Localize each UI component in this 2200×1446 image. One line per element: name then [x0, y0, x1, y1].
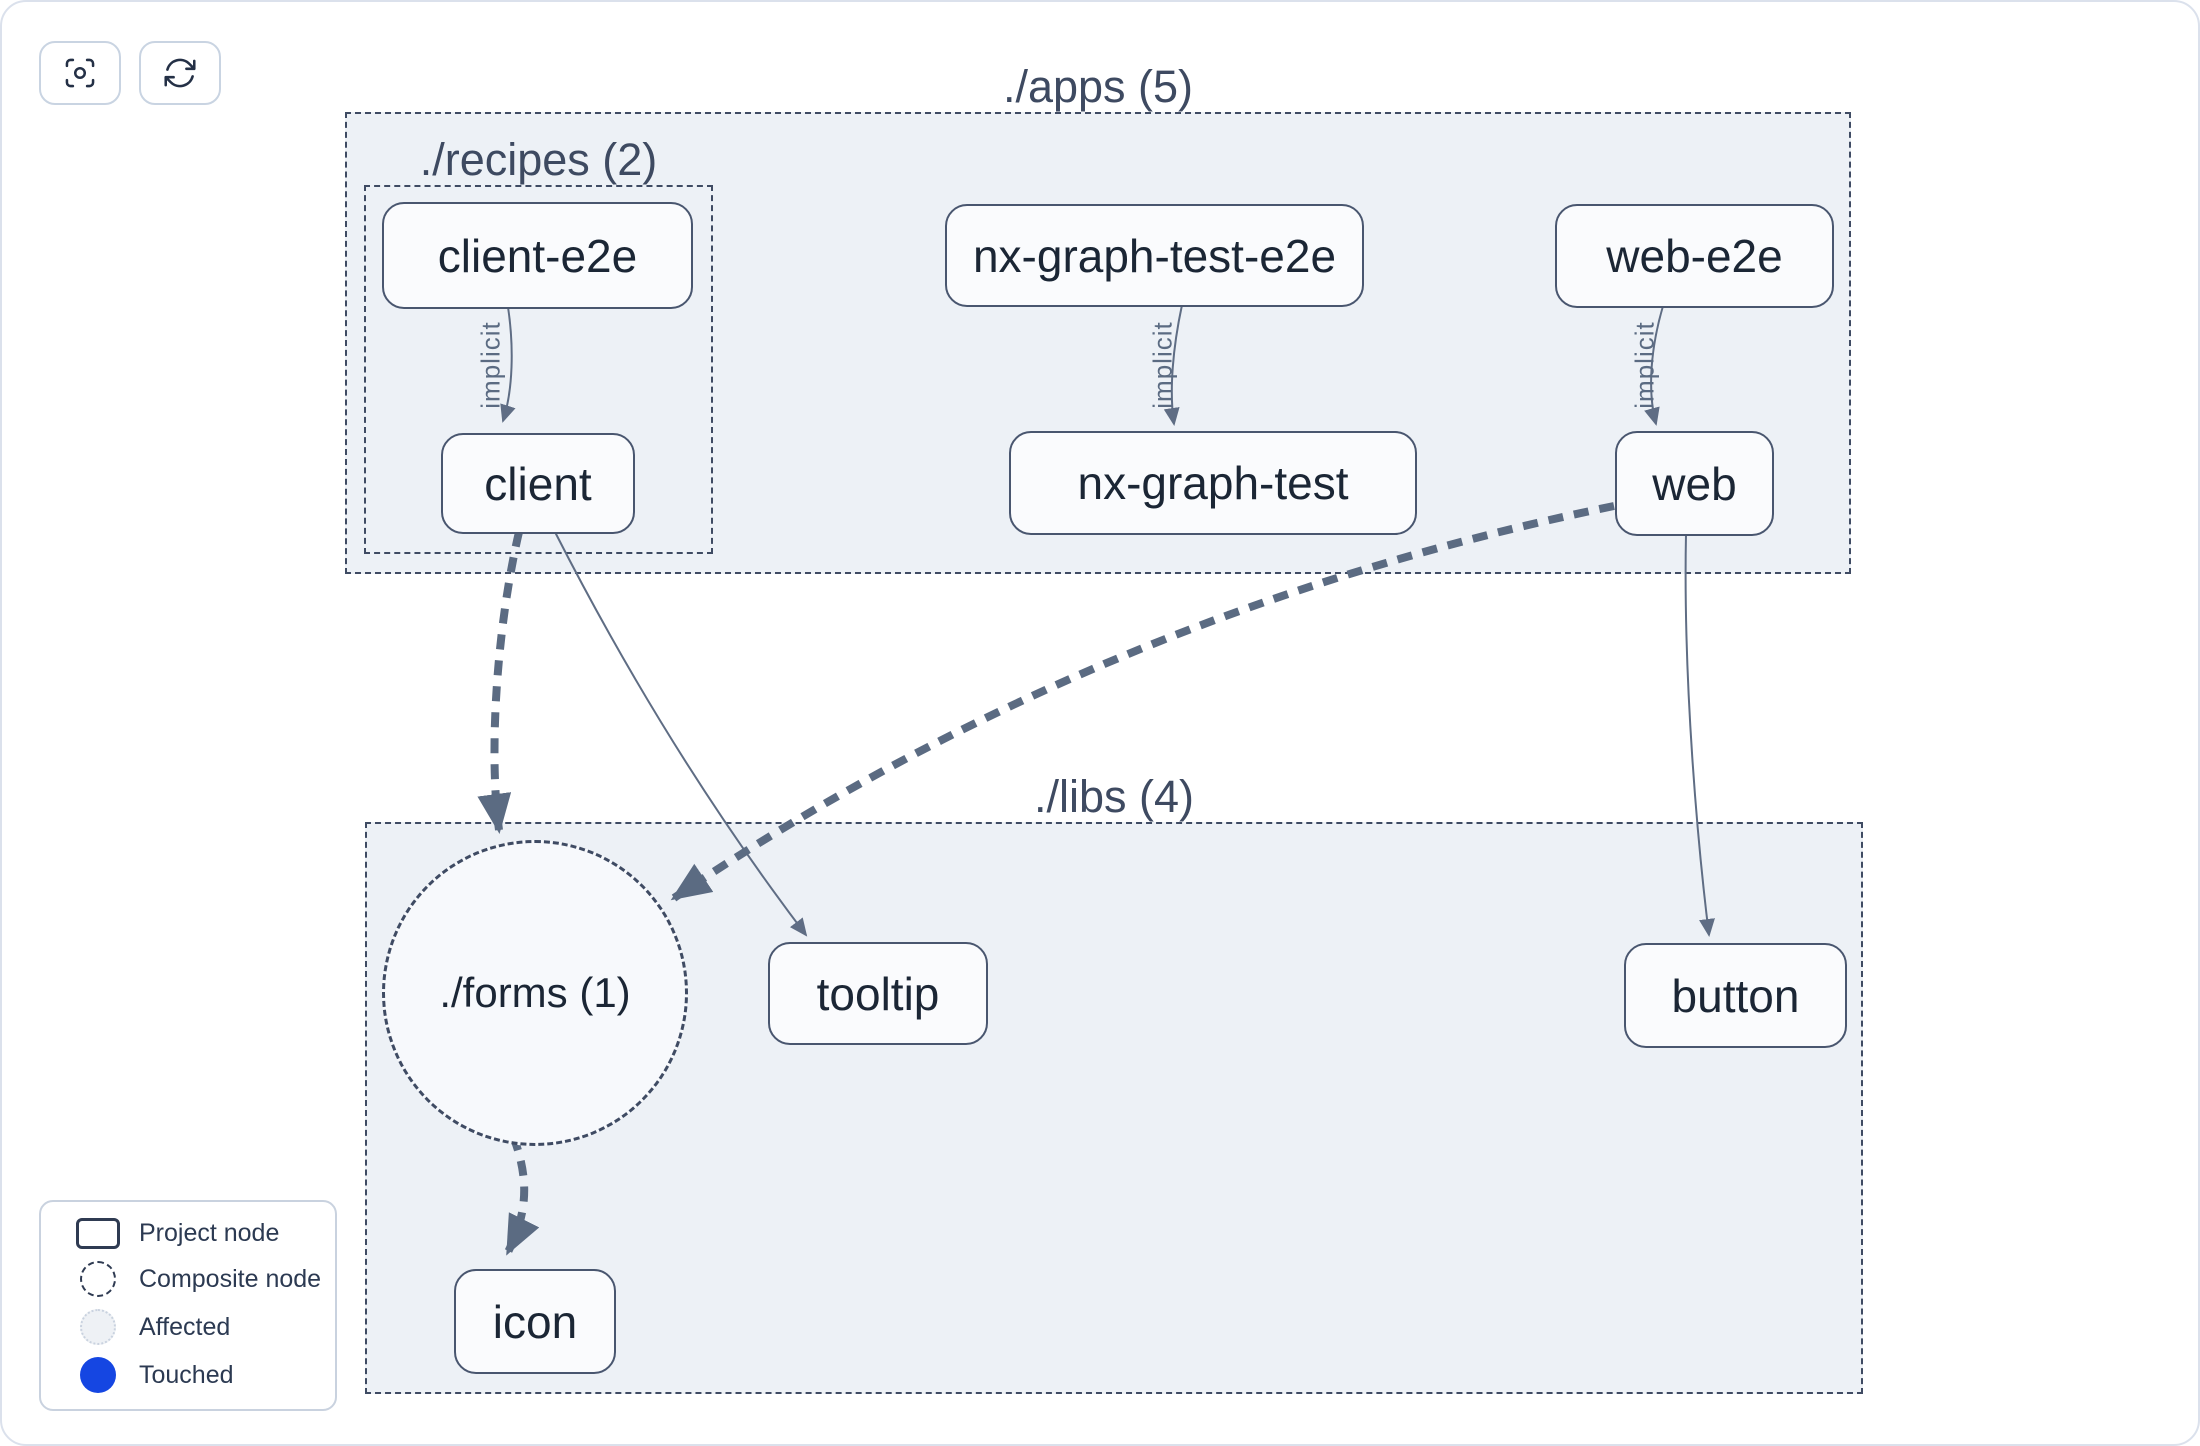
legend-row-affected: Affected	[67, 1309, 335, 1345]
node-label: web	[1652, 457, 1737, 510]
node-button[interactable]: button	[1624, 943, 1847, 1048]
refresh-button[interactable]	[139, 41, 221, 105]
node-web[interactable]: web	[1615, 431, 1774, 536]
node-client[interactable]: client	[441, 433, 635, 534]
legend-row-touched: Touched	[67, 1357, 335, 1393]
node-nx-graph-test[interactable]: nx-graph-test	[1009, 431, 1417, 535]
node-label: button	[1671, 969, 1800, 1022]
edge-label-implicit: implicit	[475, 321, 506, 409]
affected-swatch	[80, 1309, 116, 1345]
toolbar	[39, 41, 221, 105]
composite-node-swatch	[80, 1261, 116, 1297]
node-icon[interactable]: icon	[454, 1269, 616, 1374]
node-label: client-e2e	[437, 229, 638, 282]
touched-swatch	[80, 1357, 116, 1393]
legend-label: Affected	[139, 1312, 231, 1341]
legend-row-composite-node: Composite node	[67, 1261, 335, 1297]
edge-label-implicit: implicit	[1629, 321, 1660, 409]
node-web-e2e[interactable]: web-e2e	[1555, 204, 1834, 308]
node-client-e2e[interactable]: client-e2e	[382, 202, 693, 309]
refresh-icon	[164, 58, 196, 88]
focus-icon	[65, 58, 95, 88]
group-libs-label: ./libs (4)	[1033, 771, 1195, 822]
node-label: tooltip	[816, 967, 940, 1020]
composite-node-forms[interactable]: ./forms (1)	[382, 840, 688, 1146]
group-recipes-label: ./recipes (2)	[419, 134, 658, 185]
group-apps-label: ./apps (5)	[1002, 61, 1194, 112]
legend-row-project-node: Project node	[67, 1218, 335, 1249]
legend-label: Project node	[139, 1219, 280, 1247]
edge-client-to-forms	[477, 531, 523, 834]
node-label: nx-graph-test	[1077, 457, 1349, 509]
node-nx-graph-test-e2e[interactable]: nx-graph-test-e2e	[945, 204, 1364, 307]
legend-label: Composite node	[139, 1264, 322, 1293]
node-label: nx-graph-test-e2e	[972, 229, 1337, 282]
node-tooltip[interactable]: tooltip	[768, 942, 988, 1045]
node-label: web-e2e	[1606, 230, 1783, 282]
focus-button[interactable]	[39, 41, 121, 105]
group-recipes: ./recipes (2)	[364, 134, 713, 554]
project-node-swatch	[76, 1218, 120, 1249]
legend-label: Touched	[139, 1360, 234, 1389]
node-label: client	[484, 457, 592, 510]
node-label: icon	[492, 1295, 578, 1348]
edge-label-implicit: implicit	[1147, 321, 1178, 409]
legend: Project node Composite node Affected Tou…	[39, 1200, 337, 1411]
composite-node-forms-label: ./forms (1)	[439, 969, 631, 1016]
